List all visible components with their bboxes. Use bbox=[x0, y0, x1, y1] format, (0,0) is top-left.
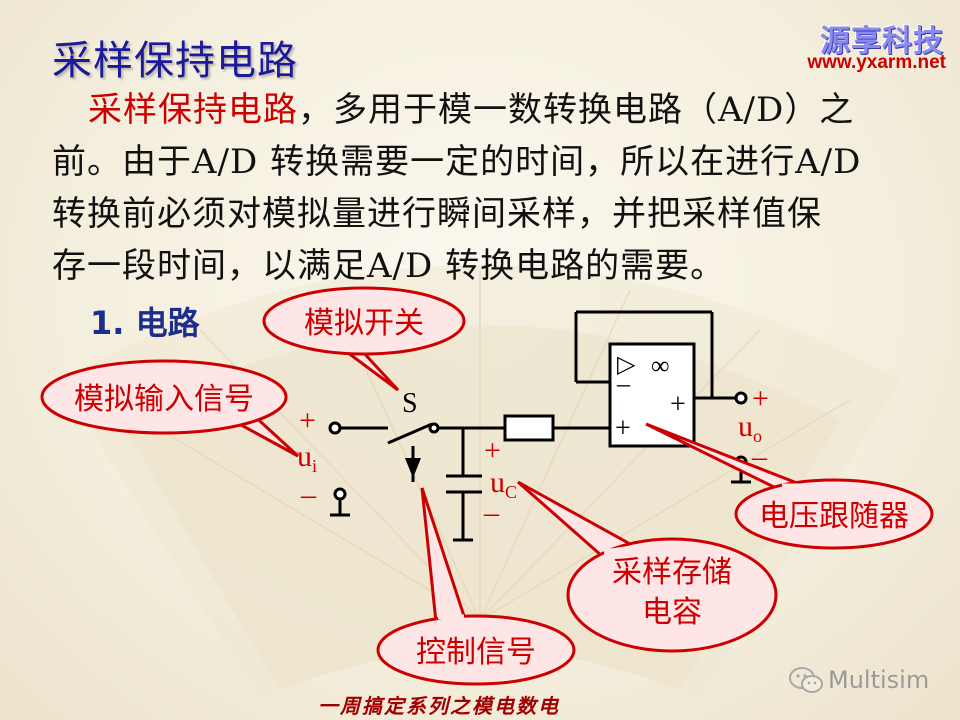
opamp-noninverting: + bbox=[615, 413, 631, 444]
input-minus: – bbox=[300, 478, 317, 511]
output-terminal-top bbox=[734, 391, 748, 405]
callout-analog-switch-text: 模拟开关 bbox=[304, 306, 424, 341]
callout-analog-input: 模拟输入信号 bbox=[40, 359, 300, 458]
input-terminal-top bbox=[328, 421, 342, 435]
callout-storage-capacitor-line1: 采样存储 bbox=[612, 555, 732, 590]
callout-control-signal-text: 控制信号 bbox=[416, 635, 536, 670]
section-heading: 1. 电路 bbox=[90, 304, 200, 342]
switch-contact bbox=[428, 422, 440, 434]
input-terminal-bottom bbox=[333, 487, 347, 501]
output-voltage-label: uo bbox=[738, 410, 762, 446]
paragraph-line-2: 前。由于A/D 转换需要一定的时间，所以在进行A/D bbox=[52, 142, 862, 182]
slide-title: 采样保持电路 bbox=[52, 38, 298, 84]
logo-name: 源享科技 bbox=[820, 24, 944, 59]
opamp-infinity: ∞ bbox=[651, 351, 670, 380]
cap-minus: – bbox=[483, 496, 500, 529]
callout-storage-capacitor: 采样存储 电容 bbox=[517, 480, 778, 653]
resistor bbox=[503, 414, 555, 442]
opamp-triangle: ▷ bbox=[617, 352, 636, 378]
opamp-inverting: – bbox=[616, 369, 631, 398]
wechat-icon bbox=[789, 667, 823, 693]
switch-label: S bbox=[402, 388, 418, 419]
intro-paragraph: 采样保持电路，多用于模一数转换电路（A/D）之 前。由于A/D 转换需要一定的时… bbox=[52, 84, 912, 292]
paragraph-line-1: 采样保持电路，多用于模一数转换电路（A/D）之 bbox=[52, 84, 912, 136]
watermark-text: Multisim bbox=[828, 666, 930, 694]
input-voltage-label: ui bbox=[297, 440, 317, 476]
paragraph-line-4: 存一段时间，以满足A/D 转换电路的需要。 bbox=[52, 246, 726, 286]
brand-logo: 源享科技 www.yxarm.net bbox=[807, 14, 954, 78]
wechat-watermark: Multisim bbox=[788, 664, 948, 698]
input-plus: + bbox=[299, 404, 316, 437]
cap-voltage-label: uC bbox=[490, 466, 517, 502]
footer-banner: 一周搞定系列之模电数电 bbox=[318, 694, 560, 718]
paragraph-line-1-rest: ，多用于模一数转换电路（A/D）之 bbox=[298, 90, 855, 130]
callout-voltage-follower-text: 电压跟随器 bbox=[759, 499, 909, 534]
opamp-output-plus: + bbox=[670, 389, 686, 420]
paragraph-line-3: 转换前必须对模拟量进行瞬间采样，并把采样值保 bbox=[52, 194, 822, 234]
control-arrowhead bbox=[405, 458, 421, 478]
callout-analog-switch: 模拟开关 bbox=[262, 286, 466, 392]
callout-control-signal: 控制信号 bbox=[376, 487, 576, 686]
callout-voltage-follower: 电压跟随器 bbox=[645, 422, 934, 550]
callout-analog-input-text: 模拟输入信号 bbox=[74, 382, 254, 417]
opamp-box bbox=[608, 342, 696, 448]
switch-blade bbox=[387, 422, 433, 445]
callout-storage-capacitor-line2: 电容 bbox=[642, 595, 702, 630]
paragraph-highlight: 采样保持电路 bbox=[88, 90, 298, 130]
logo-url: www.yxarm.net bbox=[807, 52, 946, 73]
output-plus: + bbox=[752, 382, 769, 415]
cap-plus: + bbox=[484, 434, 501, 467]
output-minus: – bbox=[751, 440, 768, 473]
